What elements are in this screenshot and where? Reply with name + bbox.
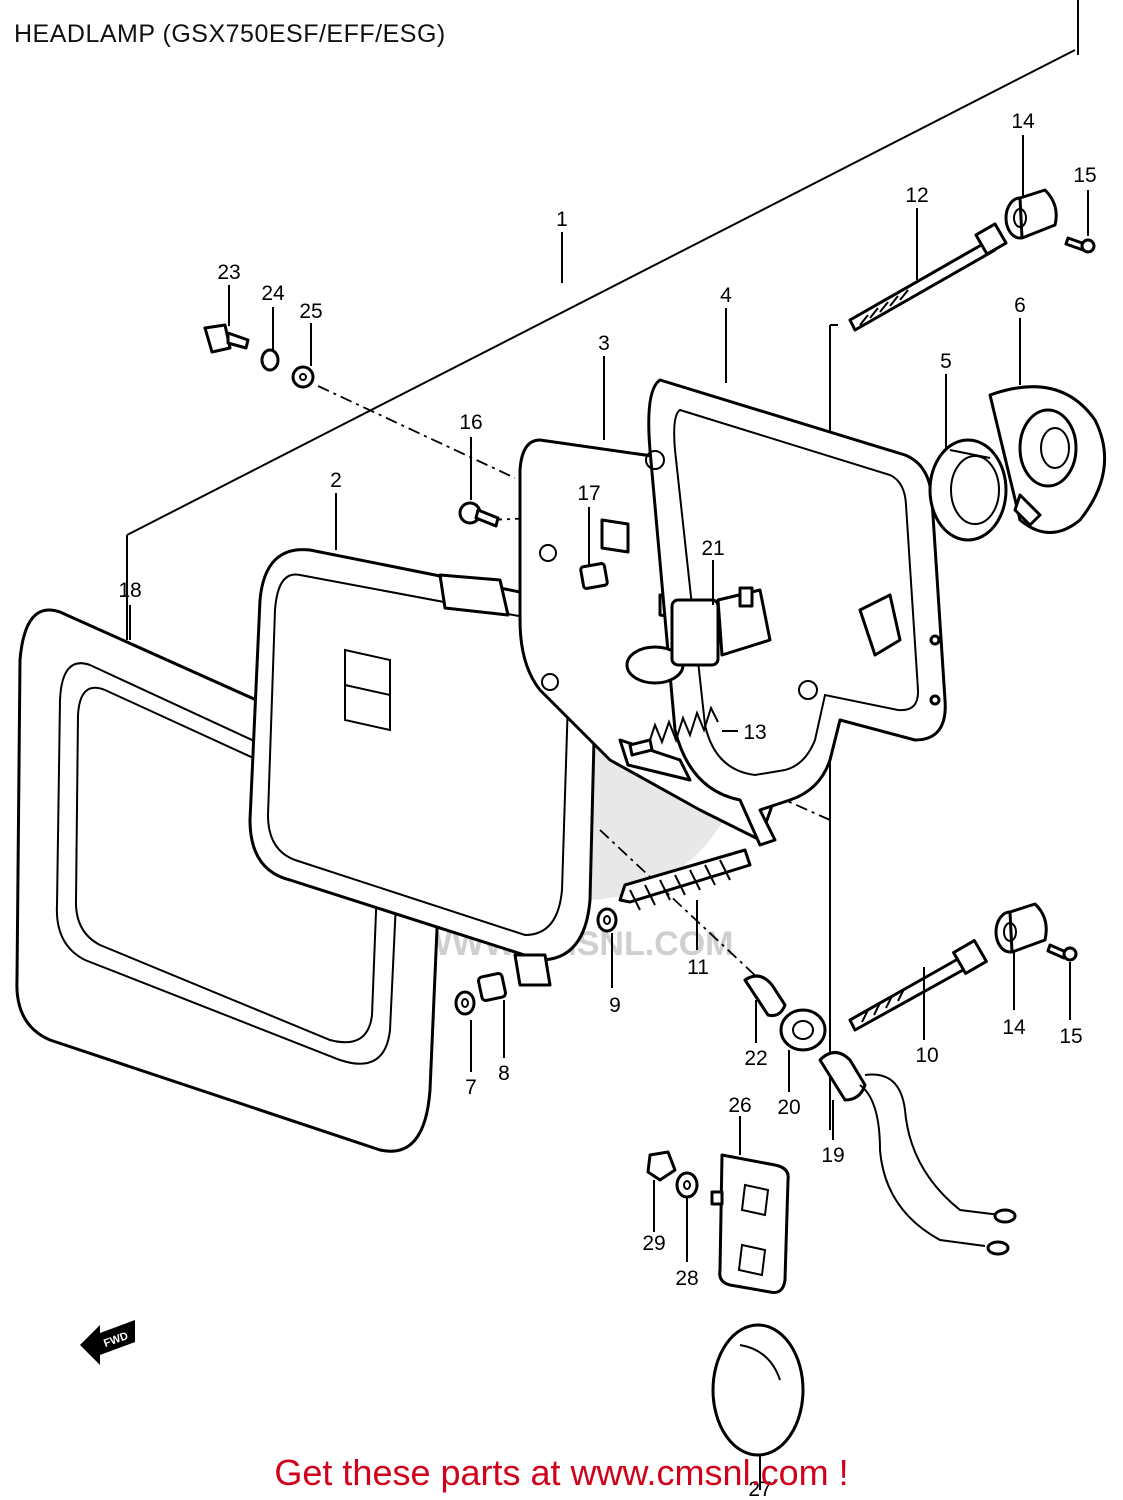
callout-6: 6: [1014, 294, 1026, 317]
page-title: HEADLAMP (GSX750ESF/EFF/ESG): [14, 20, 446, 48]
callout-17: 17: [577, 482, 600, 505]
grommet-7: [454, 990, 476, 1016]
lock-washer-24: [260, 348, 280, 372]
footer-link[interactable]: Get these parts at www.cmsnl.com !: [274, 1452, 849, 1493]
washer-28: [675, 1171, 699, 1199]
rubber-cap-6: [988, 385, 1107, 534]
grommet-20: [779, 1008, 827, 1052]
spring-13: [628, 705, 719, 757]
callout-5: 5: [940, 350, 952, 373]
reflector-27: [711, 1323, 805, 1457]
callout-16: 16: [459, 411, 482, 434]
screw-12: [848, 222, 1008, 332]
clip-17: [579, 562, 609, 590]
socket-ring-5: [928, 438, 1008, 542]
bolt-23: [203, 323, 250, 354]
nut-29: [646, 1150, 677, 1182]
callout-19: 19: [821, 1144, 844, 1167]
callout-15-lower: 15: [1059, 1025, 1082, 1048]
callout-13: 13: [743, 721, 766, 744]
callout-15-upper: 15: [1073, 164, 1096, 187]
reflector-26: [710, 1153, 790, 1294]
screw-10: [848, 939, 988, 1032]
callout-1: 1: [556, 208, 568, 231]
nut-8: [477, 972, 507, 1002]
bulb-21: [625, 586, 772, 685]
washer-25: [291, 365, 315, 389]
callout-27: 27: [748, 1478, 771, 1500]
screw-16: [458, 501, 500, 528]
callout-numbers: 1 2 3 4 5 6 7 8 9 10 11 12 13 14 15 16 1…: [118, 110, 1096, 1500]
callout-12: 12: [905, 184, 928, 207]
leader-lines: [129, 135, 1089, 1490]
adjuster-14-lower: [994, 902, 1048, 954]
fwd-arrow-icon: FWD: [80, 1320, 135, 1365]
position-bulb-22: [743, 974, 787, 1017]
callout-2: 2: [330, 469, 342, 492]
spring-11: [618, 848, 752, 911]
washer-9: [596, 907, 618, 933]
callout-3: 3: [598, 332, 610, 355]
callout-21: 21: [701, 537, 724, 560]
callout-8: 8: [498, 1062, 510, 1085]
screw-15-upper: [1064, 236, 1096, 254]
callout-10: 10: [915, 1044, 938, 1067]
callout-9: 9: [609, 994, 621, 1017]
callout-26: 26: [728, 1094, 751, 1117]
callout-14-upper: 14: [1011, 110, 1035, 133]
callout-20: 20: [777, 1096, 800, 1119]
screw-15-lower: [1046, 943, 1078, 962]
callout-22: 22: [744, 1047, 767, 1070]
callout-18: 18: [118, 579, 141, 602]
callout-28: 28: [675, 1267, 698, 1290]
callout-11: 11: [687, 956, 709, 979]
callout-7: 7: [465, 1076, 477, 1099]
callout-4: 4: [720, 284, 732, 307]
callout-25: 25: [299, 300, 322, 323]
callout-23: 23: [217, 261, 240, 284]
callout-29: 29: [642, 1232, 665, 1255]
callout-24: 24: [261, 282, 285, 305]
callout-14-lower: 14: [1002, 1016, 1026, 1039]
adjuster-14-upper: [1004, 188, 1058, 240]
socket-19: [818, 1051, 1017, 1256]
